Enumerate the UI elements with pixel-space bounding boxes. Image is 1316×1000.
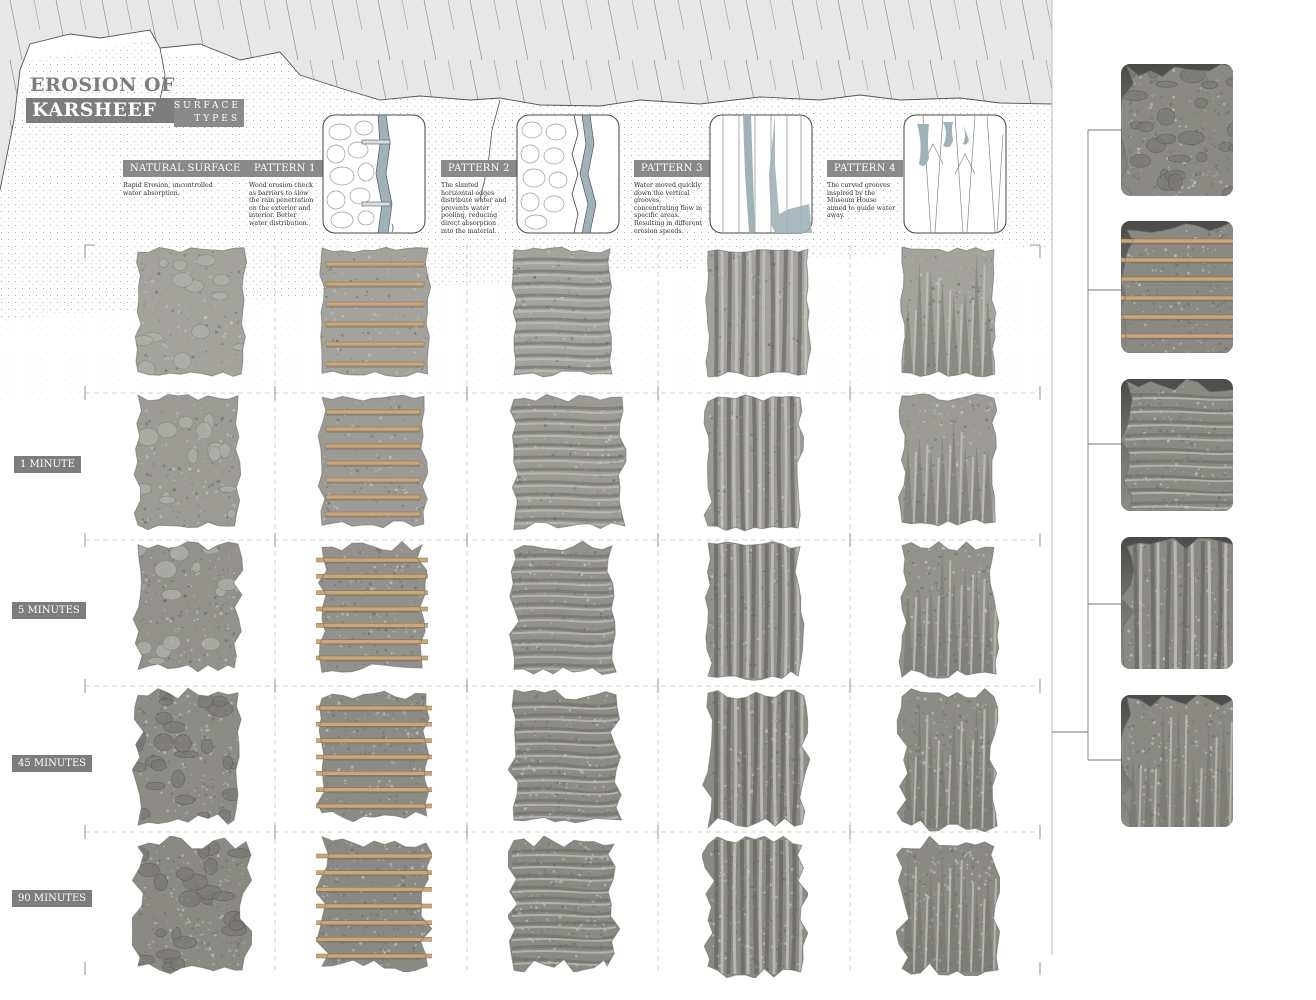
sample-block xyxy=(133,393,242,531)
row-label-1-minute: 1 MINUTE xyxy=(14,456,81,473)
column-label-natural: NATURAL SURFACE xyxy=(123,160,248,177)
grid-lines xyxy=(85,245,1040,970)
sample-horizontal-row-4 xyxy=(508,836,620,972)
sample-block xyxy=(702,836,808,978)
sample-curved-row-0 xyxy=(896,244,1000,380)
title-line-1: EROSION OF xyxy=(30,74,176,96)
sample-horizontal-row-2 xyxy=(508,540,618,678)
sample-block xyxy=(508,836,620,972)
sample-block xyxy=(134,246,248,377)
column-label-pattern-3: PATTERN 3 xyxy=(634,160,710,177)
closeup-image xyxy=(1121,221,1233,353)
sample-block xyxy=(508,689,622,824)
sample-block xyxy=(132,541,244,673)
sample-block xyxy=(703,394,805,532)
sample-block xyxy=(897,393,998,527)
sample-wood-row-4 xyxy=(316,836,432,972)
sample-block xyxy=(898,541,1000,679)
sample-block xyxy=(702,689,810,830)
grid-cross-marks xyxy=(84,244,1041,975)
closeup-image xyxy=(1121,695,1233,827)
sample-horizontal-row-1 xyxy=(508,392,628,532)
sample-natural-row-3 xyxy=(132,688,244,826)
column-label-pattern-4: PATTERN 4 xyxy=(827,160,903,177)
sample-curved-row-1 xyxy=(896,392,1000,528)
row-label-45-minutes: 45 MINUTES xyxy=(12,755,93,772)
sample-vertical-row-2 xyxy=(702,540,806,682)
sample-natural-row-0 xyxy=(132,244,250,380)
closeup-image xyxy=(1121,537,1233,669)
title-line-2: KARSHEEF xyxy=(26,98,197,123)
sample-wood-row-0 xyxy=(316,244,434,380)
sample-block xyxy=(132,836,252,975)
closeup-image xyxy=(1121,64,1233,196)
row-label-5-minutes: 5 MINUTES xyxy=(12,602,86,619)
sample-block xyxy=(316,836,432,972)
sample-block xyxy=(316,540,428,673)
section-diagram-pattern-3 xyxy=(709,114,813,234)
sample-block xyxy=(896,688,999,832)
sample-block xyxy=(896,836,1000,976)
column-desc-pattern-1: Wood erosion check as barriers to slow t… xyxy=(249,182,314,227)
sample-horizontal-row-3 xyxy=(508,688,622,826)
sample-block xyxy=(508,540,617,676)
closeup-photo-natural xyxy=(1121,64,1233,196)
column-desc-natural: Rapid Erosion, uncontrolled water absorp… xyxy=(123,182,213,197)
sample-natural-row-2 xyxy=(132,540,244,674)
sample-wood-row-2 xyxy=(316,540,428,674)
sample-block xyxy=(705,248,812,378)
sample-horizontal-row-0 xyxy=(508,244,616,380)
section-diagram-pattern-2 xyxy=(516,114,620,234)
sample-wood-row-1 xyxy=(316,392,430,530)
closeup-photo-vertical xyxy=(1121,537,1233,669)
sample-curved-row-3 xyxy=(896,688,1000,832)
sample-vertical-row-3 xyxy=(702,688,810,830)
column-label-pattern-2: PATTERN 2 xyxy=(441,160,517,177)
sample-vertical-row-0 xyxy=(702,244,814,380)
sample-natural-row-4 xyxy=(132,836,252,976)
row-label-90-minutes: 90 MINUTES xyxy=(12,890,93,907)
sample-block xyxy=(132,688,242,826)
sample-vertical-row-4 xyxy=(702,836,808,978)
sample-block xyxy=(509,394,627,531)
column-desc-pattern-4: The curved grooves inspired by the Museu… xyxy=(827,182,896,220)
sample-block xyxy=(900,246,997,378)
closeup-photo-horizontal xyxy=(1121,379,1233,511)
sample-block xyxy=(511,246,613,378)
closeup-bracket xyxy=(1052,129,1121,761)
sample-curved-row-2 xyxy=(896,540,1000,680)
column-desc-pattern-3: Water moved quickly down the vertical gr… xyxy=(634,182,703,235)
section-diagram-pattern-4 xyxy=(903,114,1007,234)
sample-block xyxy=(704,541,805,681)
column-desc-pattern-2: The slanted horizontal edges distribute … xyxy=(441,182,507,235)
closeup-photo-wood xyxy=(1121,221,1233,353)
sample-block xyxy=(316,690,432,822)
closeup-image xyxy=(1121,379,1233,511)
sample-natural-row-1 xyxy=(132,392,244,532)
surface-types-subtitle: SURFACE TYPES xyxy=(174,99,244,127)
sample-wood-row-3 xyxy=(316,688,432,822)
sample-vertical-row-1 xyxy=(702,392,806,534)
sample-block xyxy=(319,246,432,378)
closeup-photo-curved xyxy=(1121,695,1233,827)
section-diagram-pattern-1 xyxy=(322,114,426,234)
sample-block xyxy=(317,394,429,529)
sample-curved-row-4 xyxy=(896,836,1000,976)
column-label-pattern-1: PATTERN 1 xyxy=(247,160,323,177)
